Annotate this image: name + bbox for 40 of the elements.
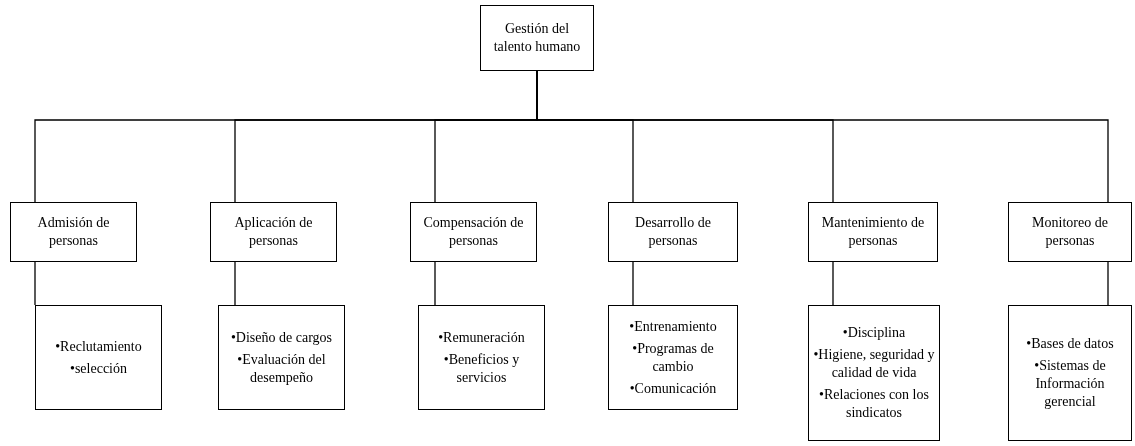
- list-box: [808, 305, 940, 441]
- list-box: [418, 305, 545, 410]
- list-item: •Bases de datos: [1026, 335, 1114, 353]
- org-box: [210, 202, 337, 262]
- list-item: •Higiene, seguridad y calidad de vida: [813, 346, 935, 382]
- connector-line: [1107, 261, 1109, 306]
- box-label: Mantenimiento de personas: [820, 214, 926, 250]
- list-item: •Evaluación del desempeño: [236, 350, 327, 387]
- list-item: •Comunicación: [629, 379, 717, 398]
- org-box: [1008, 202, 1132, 262]
- list-box: [35, 305, 162, 410]
- org-box: [608, 202, 738, 262]
- list-box: [218, 305, 345, 410]
- list-item: •selección: [70, 359, 127, 378]
- list-box: [608, 305, 738, 410]
- list-item: •Diseño de cargos: [230, 328, 333, 347]
- box-label: Monitoreo de personas: [1031, 214, 1109, 250]
- connector-line: [34, 261, 36, 306]
- list-item: •Reclutamiento: [55, 337, 142, 356]
- list-item: •Sistemas de Información gerencial: [1033, 357, 1107, 411]
- list-box: [1008, 305, 1132, 441]
- org-box: [410, 202, 537, 262]
- list-item: •Entrenamiento: [629, 317, 717, 336]
- org-box: [808, 202, 938, 262]
- box-label: Compensación de personas: [422, 214, 525, 250]
- list-item: •Relaciones con los sindicatos: [818, 386, 930, 422]
- org-box: [480, 5, 594, 71]
- list-item: •Programas de cambio: [631, 339, 715, 376]
- box-label: Aplicación de personas: [233, 214, 314, 250]
- connector-line: [832, 261, 834, 306]
- list-item: •Remuneración: [438, 328, 525, 347]
- box-label: Desarrollo de personas: [634, 214, 712, 250]
- connector-line: [632, 261, 634, 306]
- connector-line: [234, 261, 236, 306]
- list-item: •Disciplina: [842, 324, 906, 342]
- box-label: Gestión del talento humano: [492, 20, 582, 56]
- connector-line: [434, 261, 436, 306]
- org-box: [10, 202, 137, 262]
- box-label: Admisión de personas: [36, 214, 111, 250]
- list-item: •Beneficios y servicios: [442, 350, 521, 387]
